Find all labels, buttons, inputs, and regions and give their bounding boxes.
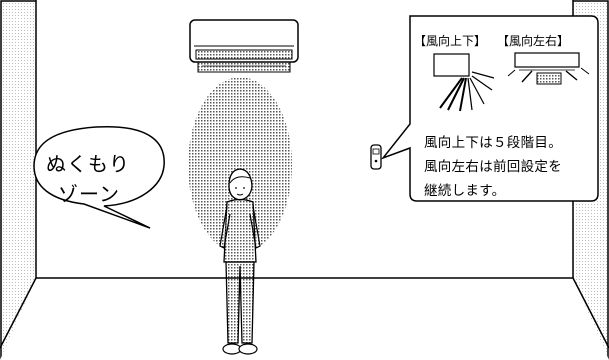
- info-callout: [380, 15, 599, 202]
- air-conditioner-icon: [189, 19, 299, 73]
- info-text-line2: 風向左右は前回設定を: [424, 159, 562, 175]
- warm-zone-area: [188, 77, 292, 253]
- horizontal-direction-label: 【風向左右】: [497, 34, 570, 48]
- info-text-line3: 継続します。: [424, 183, 506, 199]
- speech-bubble: [33, 125, 165, 229]
- speech-text-line1: ぬくもり: [46, 152, 130, 176]
- horizontal-direction-diagram: [507, 52, 590, 85]
- speech-text-line2: ゾーン: [58, 182, 120, 206]
- vertical-direction-diagram: [433, 53, 495, 112]
- info-text-line1: 風向上下は５段階目。: [424, 135, 562, 151]
- person-icon: [219, 168, 261, 355]
- vertical-direction-label: 【風向上下】: [414, 34, 487, 48]
- remote-control-icon: [370, 144, 382, 170]
